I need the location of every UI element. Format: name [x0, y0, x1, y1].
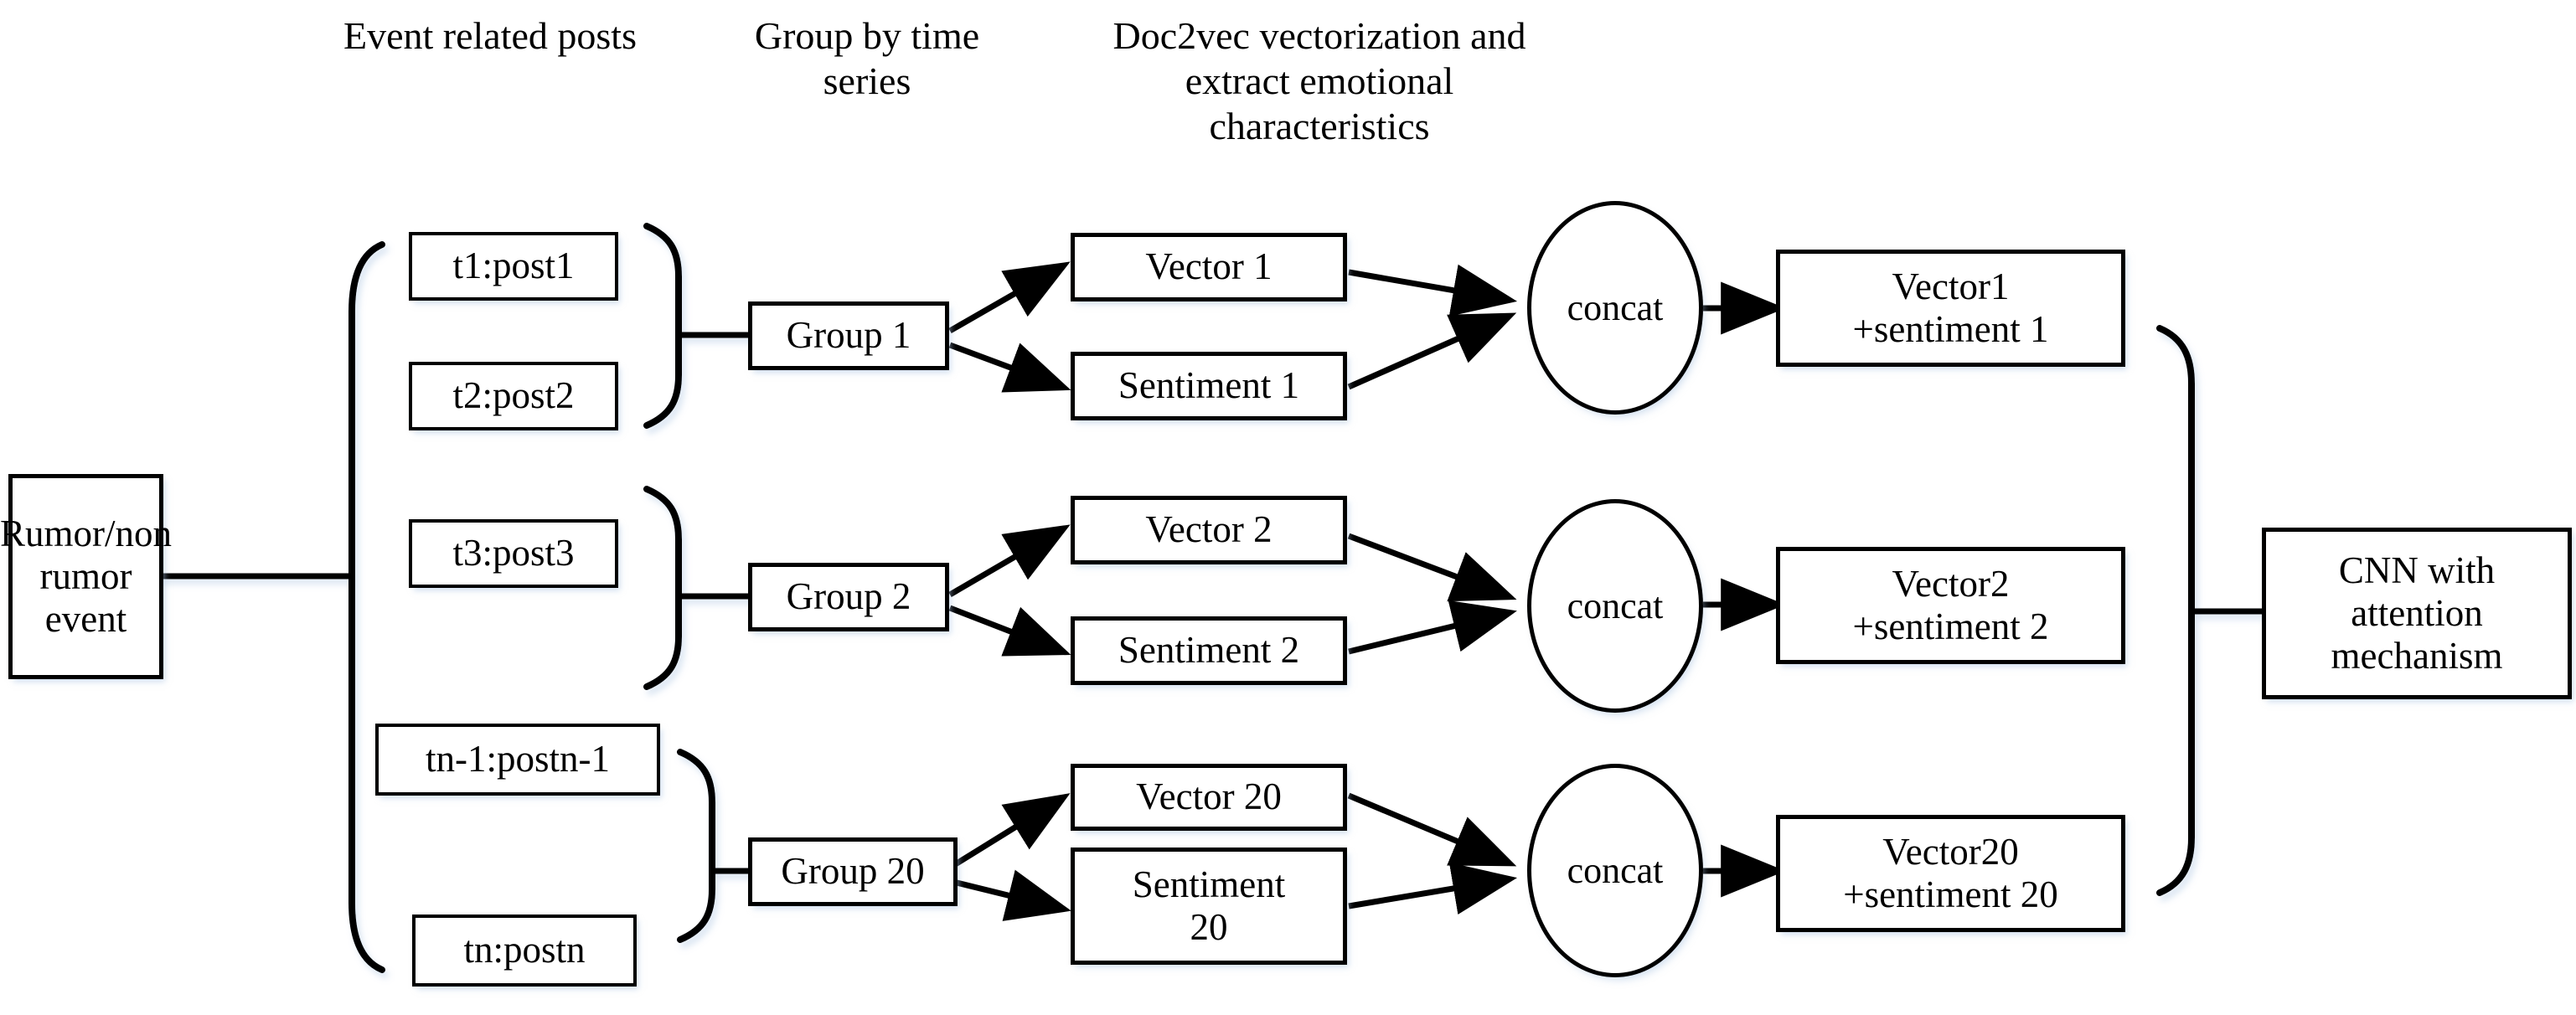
concat-node-1[interactable]: concat [1527, 201, 1703, 415]
post-box-t3[interactable]: t3:post3 [409, 519, 618, 588]
arrow-vector1-to-concat1 [1348, 264, 1518, 317]
cnn-attention-box[interactable]: CNN with attention mechanism [2262, 528, 2572, 699]
header-group-by-time-series: Group by time series [754, 14, 980, 102]
brace-group1 [643, 223, 682, 429]
header-event-related-posts: Event related posts [343, 14, 637, 57]
post-box-t1[interactable]: t1:post1 [409, 232, 618, 301]
post-box-tn-1[interactable]: tn-1:postn-1 [375, 724, 660, 796]
arrow-group20-to-sentiment20 [949, 869, 1071, 921]
arrow-sentiment1-to-concat1 [1347, 312, 1517, 390]
post-box-t2[interactable]: t2:post2 [409, 362, 618, 430]
arrow-vector2-to-concat2 [1347, 533, 1517, 602]
brace-group2 [643, 486, 682, 690]
arrow-vector20-to-concat20 [1347, 792, 1517, 867]
arrow-group1-to-sentiment1 [948, 342, 1071, 393]
group-box-20[interactable]: Group 20 [748, 837, 958, 906]
arrow-group1-to-vector1 [948, 261, 1071, 334]
arrow-group2-to-vector2 [948, 524, 1071, 598]
arrow-sentiment20-to-concat20 [1348, 862, 1518, 915]
fused-vector-box-2[interactable]: Vector2 +sentiment 2 [1776, 547, 2125, 664]
group-box-2[interactable]: Group 2 [748, 563, 949, 631]
brace-group20 [677, 749, 715, 943]
vector-box-20[interactable]: Vector 20 [1071, 764, 1347, 831]
sentiment-box-20[interactable]: Sentiment 20 [1071, 848, 1347, 965]
group-box-1[interactable]: Group 1 [748, 301, 949, 370]
sentiment-box-1[interactable]: Sentiment 1 [1071, 352, 1347, 420]
fused-vector-box-1[interactable]: Vector1 +sentiment 1 [1776, 250, 2125, 367]
concat-node-20[interactable]: concat [1527, 764, 1703, 977]
vector-box-1[interactable]: Vector 1 [1071, 233, 1347, 301]
sentiment-box-2[interactable]: Sentiment 2 [1071, 616, 1347, 685]
post-box-tn[interactable]: tn:postn [412, 915, 637, 987]
arrow-group2-to-sentiment2 [948, 605, 1071, 657]
brace-all-posts [348, 241, 385, 973]
arrow-group20-to-vector20 [948, 793, 1071, 870]
vector-box-2[interactable]: Vector 2 [1071, 496, 1347, 564]
brace-fused-outputs [2156, 325, 2195, 896]
fused-vector-box-20[interactable]: Vector20 +sentiment 20 [1776, 815, 2125, 932]
arrow-sentiment2-to-concat2 [1348, 600, 1517, 655]
concat-node-2[interactable]: concat [1527, 499, 1703, 713]
rumor-event-box[interactable]: Rumor/non rumor event [0, 474, 172, 679]
header-doc2vec-vectorization: Doc2vec vectorization and extract emotio… [1112, 14, 1526, 147]
